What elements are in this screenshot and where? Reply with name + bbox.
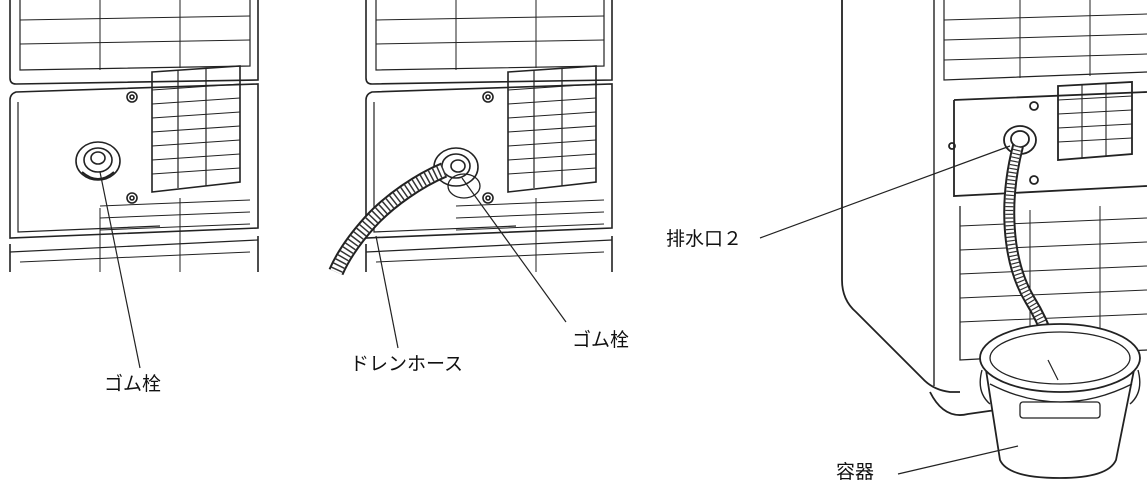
rubber-plug-2-label: ゴム栓 xyxy=(572,329,629,351)
panel-1-unit-back xyxy=(9,0,259,272)
drain-outlet-2-label: 排水口２ xyxy=(666,228,742,250)
rubber-plug-2-leader xyxy=(461,177,567,323)
panel-2-unit-back xyxy=(365,0,613,272)
drain-hose-label: ドレンホース xyxy=(350,353,463,375)
drain-hose xyxy=(328,162,448,276)
container-leader xyxy=(897,445,1019,475)
container-bucket xyxy=(979,323,1141,479)
rubber-plug-1-leader xyxy=(99,171,141,369)
rubber-plug-1-label: ゴム栓 xyxy=(104,373,161,395)
drain-outlet-2-leader xyxy=(759,145,1011,239)
drain-hose-leader xyxy=(375,235,399,349)
container-label: 容器 xyxy=(836,461,874,483)
